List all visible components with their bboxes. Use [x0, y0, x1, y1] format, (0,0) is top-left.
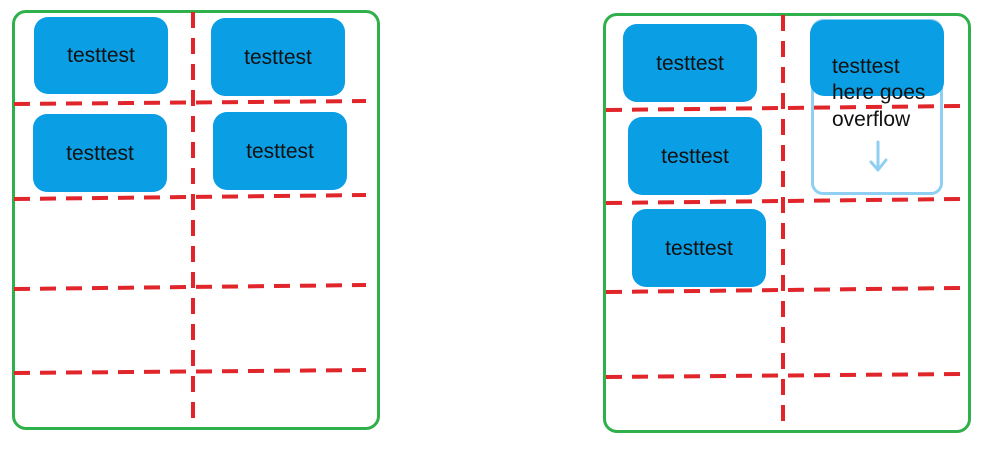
right-grid-row-line	[605, 286, 961, 294]
overflow-grid-item	[810, 20, 944, 96]
grid-item-label: testtest	[246, 139, 314, 163]
grid-item: testtest	[213, 112, 347, 190]
grid-item-label: testtest	[244, 45, 312, 69]
right-grid-container	[603, 13, 971, 433]
right-grid-row-line	[605, 197, 961, 205]
grid-item: testtest	[628, 117, 762, 195]
overflow-item-label: testtest	[832, 55, 900, 78]
grid-item: testtest	[211, 18, 345, 96]
grid-item: testtest	[34, 17, 168, 94]
overflow-note-line1: here goes	[832, 81, 926, 105]
grid-item: testtest	[33, 114, 167, 192]
overflow-arrow-icon	[869, 140, 888, 172]
left-grid-row-line	[13, 368, 367, 375]
right-grid-row-line	[605, 372, 961, 379]
grid-item: testtest	[632, 209, 766, 287]
left-grid-row-line	[13, 283, 367, 291]
grid-item-label: testtest	[66, 141, 134, 165]
left-grid-row-line	[13, 193, 367, 201]
overflow-text: testtest here goes overflow	[832, 54, 925, 133]
grid-item-label: testtest	[665, 236, 733, 260]
grid-item: testtest	[623, 24, 757, 102]
grid-item-label: testtest	[67, 44, 135, 67]
grid-item-label: testtest	[661, 144, 729, 168]
overflow-note-line2: overflow	[832, 107, 911, 131]
left-grid-container	[12, 10, 380, 430]
right-grid-row-line	[605, 104, 961, 112]
grid-item-label: testtest	[656, 51, 724, 75]
left-grid-row-line	[13, 99, 367, 106]
